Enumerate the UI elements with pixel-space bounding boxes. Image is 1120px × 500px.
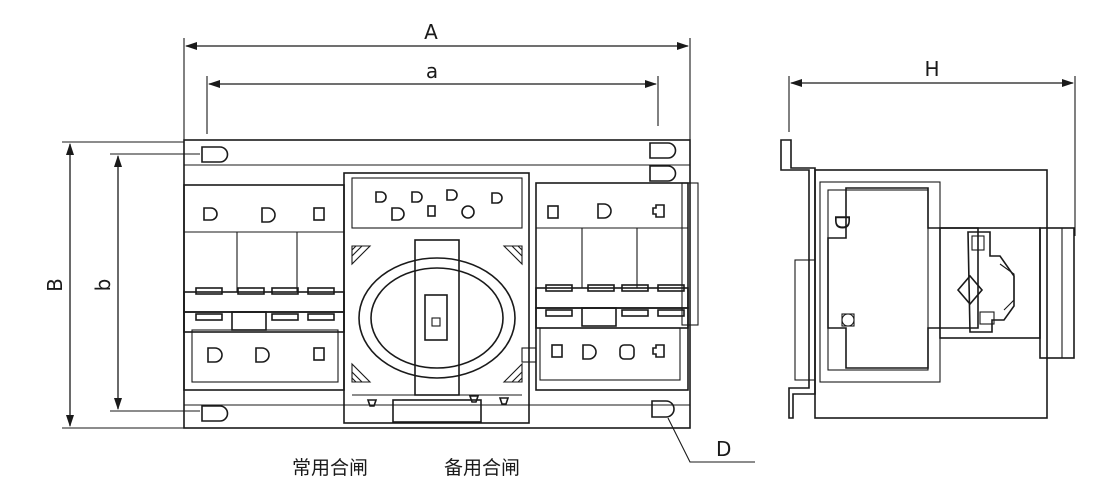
left-breaker-module [183,184,345,391]
mounting-hole-top-left [201,146,229,163]
hole-leader-line [667,417,755,463]
right-breaker-module [535,182,699,391]
front-view: A a B b D [43,20,755,463]
side-view-marking: D [830,214,854,229]
dim-label-depth: H [924,57,939,81]
dim-label-hole: D [716,437,731,461]
mounting-hole-bottom-left [201,405,229,422]
center-switch-module [343,172,537,424]
dim-label-mounting-height: b [91,279,115,292]
caption-normal-close: 常用合闸 [292,457,368,479]
dim-label-overall-height: B [43,278,67,292]
caption-standby-close: 备用合闸 [444,457,520,479]
side-view: H D [780,57,1076,419]
dim-label-overall-width: A [424,20,438,44]
mounting-hole-bottom-right [651,400,675,418]
mounting-hole-top-right [649,142,677,182]
dim-label-mounting-width: a [426,59,438,83]
